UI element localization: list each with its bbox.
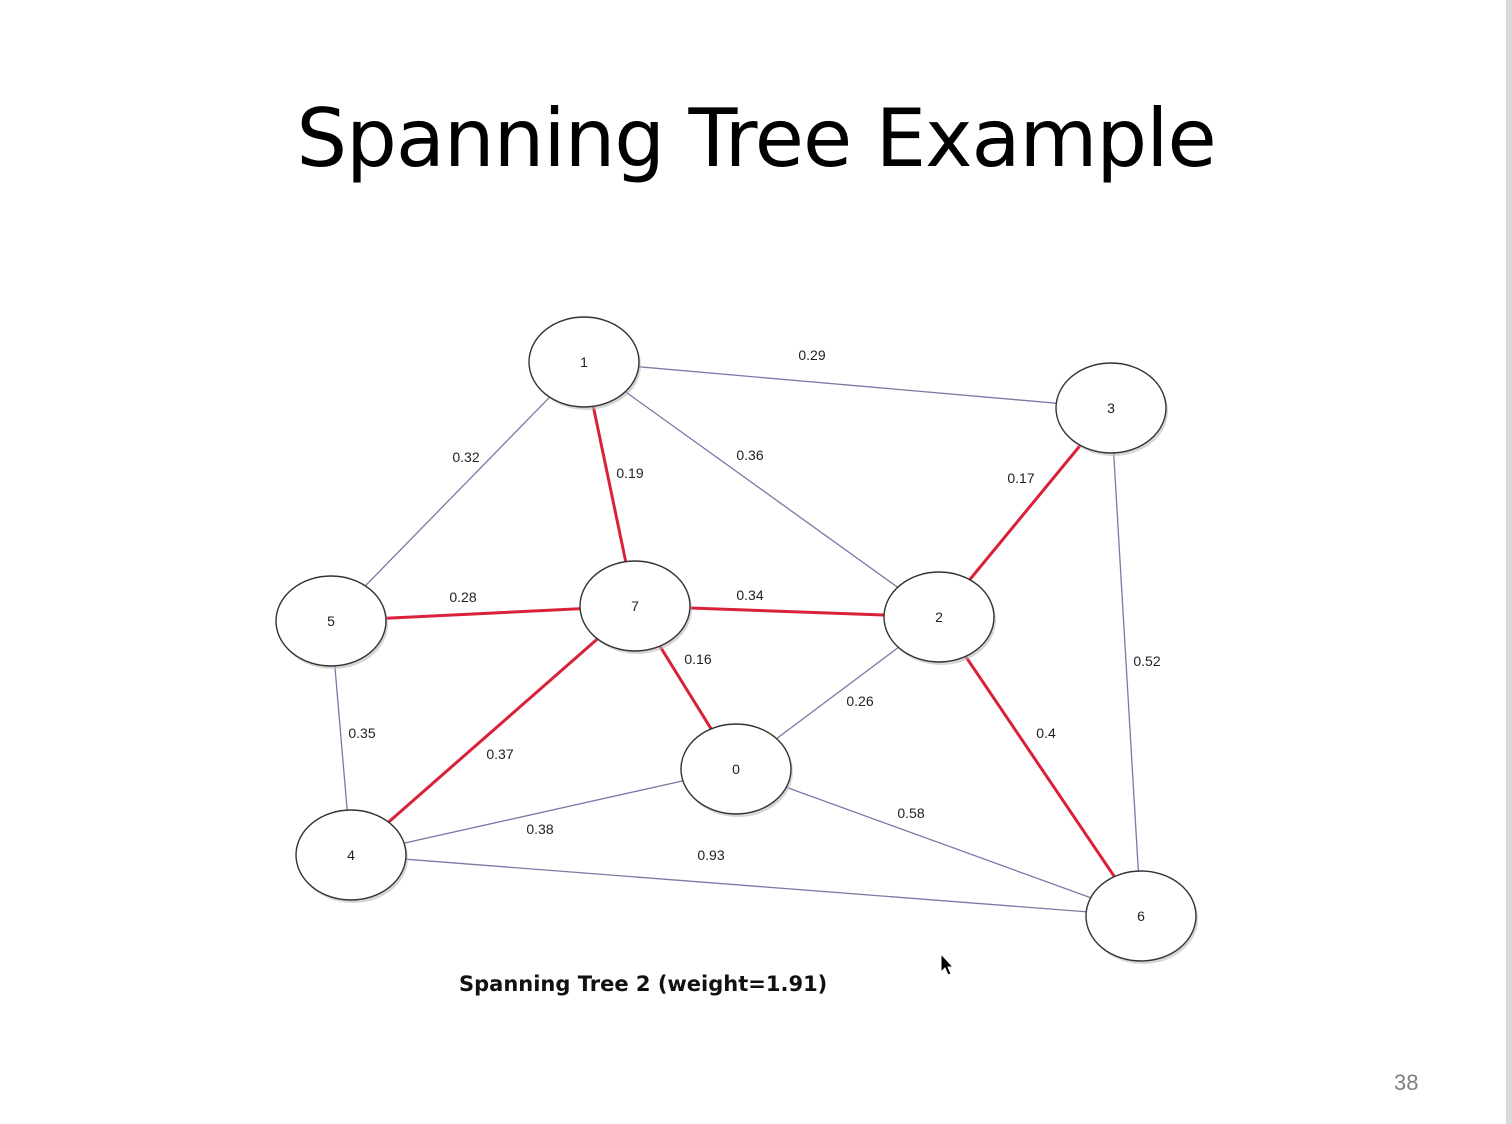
- node-label: 2: [935, 609, 943, 625]
- edge-weight-label-0-6: 0.58: [897, 805, 924, 821]
- graph-node-4: 4: [295, 809, 408, 903]
- edge-weight-label-2-0: 0.26: [846, 693, 873, 709]
- graph-edge-1-3: [583, 361, 1112, 409]
- node-circle: [579, 560, 691, 652]
- graph-node-0: 0: [680, 723, 793, 817]
- window-edge: [1506, 0, 1512, 1124]
- graph-node-2: 2: [883, 571, 996, 665]
- graph-edge-1-5: [330, 361, 585, 622]
- graph-node-3: 3: [1055, 362, 1168, 456]
- edge-weight-label-7-4: 0.37: [486, 746, 513, 762]
- graph-node-1: 1: [528, 316, 641, 410]
- node-circle: [1055, 362, 1167, 454]
- edge-weight-label-3-2: 0.17: [1007, 470, 1034, 486]
- slide-title: Spanning Tree Example: [296, 92, 1216, 185]
- graph-edge-0-6: [735, 768, 1142, 917]
- graph-node-5: 5: [275, 575, 388, 669]
- node-circle: [680, 723, 792, 815]
- node-circle: [275, 575, 387, 667]
- edge-weight-label-1-7: 0.19: [616, 465, 643, 481]
- node-label: 1: [580, 354, 588, 370]
- edge-weight-label-4-6: 0.93: [697, 847, 724, 863]
- node-circle: [528, 316, 640, 408]
- edge-weight-label-2-6: 0.4: [1036, 725, 1056, 741]
- node-circle: [1085, 870, 1197, 962]
- edge-weight-label-5-7: 0.28: [449, 589, 476, 605]
- diagram-caption: Spanning Tree 2 (weight=1.91): [459, 972, 828, 996]
- edge-weight-label-1-2: 0.36: [736, 447, 763, 463]
- graph-edge-4-6: [350, 854, 1142, 917]
- graph-edge-0-4: [350, 768, 737, 856]
- nodes-layer: 0 1 2 3 4 5 6 7: [275, 316, 1198, 964]
- node-circle: [295, 809, 407, 901]
- graph-edge-1-2: [583, 361, 940, 618]
- node-label: 0: [732, 761, 740, 777]
- node-label: 4: [347, 847, 355, 863]
- edges-layer: [330, 361, 1143, 917]
- node-label: 6: [1137, 908, 1145, 924]
- graph-node-7: 7: [579, 560, 692, 654]
- edge-labels-layer: 0.29 0.32 0.19 0.36 0.17 0.52 0.28 0.34 0.16 0.35…: [348, 347, 1160, 863]
- edge-weight-label-0-4: 0.38: [526, 821, 553, 837]
- edge-weight-label-1-5: 0.32: [452, 449, 479, 465]
- graph-node-6: 6: [1085, 870, 1198, 964]
- node-label: 7: [631, 598, 639, 614]
- mouse-cursor-icon: [940, 952, 955, 976]
- node-circle: [883, 571, 995, 663]
- edge-weight-label-1-3: 0.29: [798, 347, 825, 363]
- edge-weight-label-7-0: 0.16: [684, 651, 711, 667]
- edge-weight-label-3-6: 0.52: [1133, 653, 1160, 669]
- node-label: 3: [1107, 400, 1115, 416]
- edge-weight-label-5-4: 0.35: [348, 725, 375, 741]
- node-label: 5: [327, 613, 335, 629]
- edge-weight-label-7-2: 0.34: [736, 587, 763, 603]
- graph-edge-3-6: [1110, 407, 1142, 917]
- tree-edge-2-6: [937, 616, 1143, 917]
- tree-edge-7-4: [350, 604, 636, 857]
- page-number: 38: [1394, 1070, 1419, 1095]
